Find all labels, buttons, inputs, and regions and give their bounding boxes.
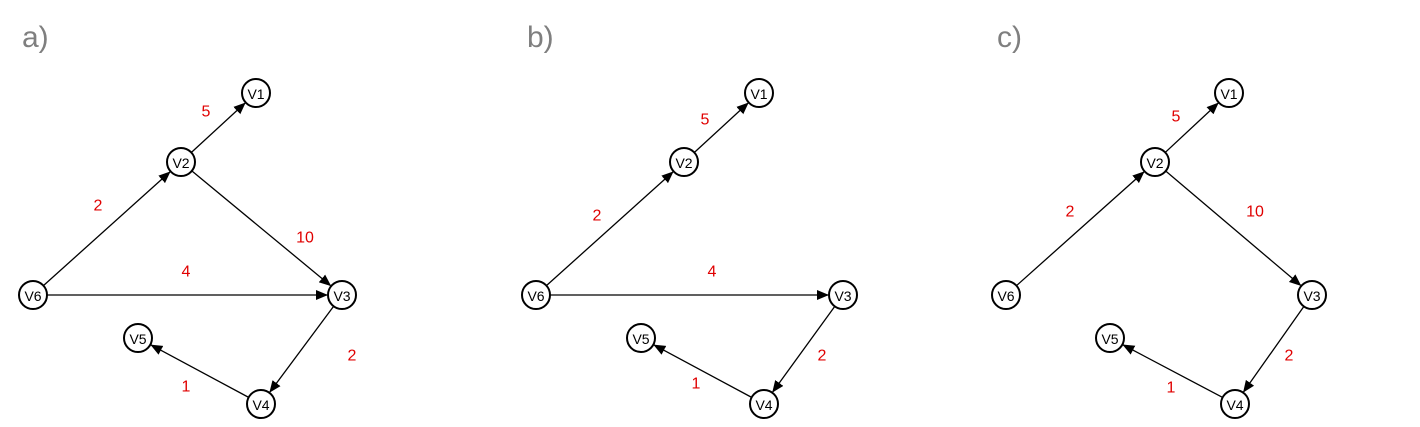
node-label: V4 bbox=[252, 397, 269, 413]
node-circle bbox=[327, 280, 357, 310]
edge-v3-v4 bbox=[772, 305, 836, 393]
node-circle bbox=[18, 280, 48, 310]
node-circle bbox=[1140, 147, 1170, 177]
node-v4: V4 bbox=[246, 389, 276, 419]
node-circle bbox=[1220, 389, 1250, 419]
edge-v3-v4 bbox=[269, 305, 335, 393]
node-circle bbox=[246, 389, 276, 419]
node-v5: V5 bbox=[123, 323, 153, 353]
edge-weight-v2-v3: 10 bbox=[1246, 204, 1264, 221]
edge-v2-v3 bbox=[1165, 170, 1302, 286]
edge-weight-v2-v3: 10 bbox=[296, 230, 314, 247]
node-v6: V6 bbox=[521, 280, 551, 310]
node-v6: V6 bbox=[991, 280, 1021, 310]
edge-v2-v1 bbox=[190, 102, 246, 153]
node-circle bbox=[521, 280, 551, 310]
node-circle bbox=[991, 280, 1021, 310]
node-v1: V1 bbox=[744, 78, 774, 108]
node-v1: V1 bbox=[241, 78, 271, 108]
node-label: V2 bbox=[675, 155, 692, 171]
edge-v2-v1 bbox=[693, 102, 749, 153]
node-label: V6 bbox=[997, 288, 1014, 304]
node-circle bbox=[123, 323, 153, 353]
edge-weight-v4-v5: 1 bbox=[182, 379, 191, 396]
node-circle bbox=[744, 78, 774, 108]
node-v3: V3 bbox=[1297, 280, 1327, 310]
edge-v6-v2 bbox=[42, 171, 171, 287]
node-label: V1 bbox=[1220, 86, 1237, 102]
edge-weight-v4-v5: 1 bbox=[1167, 380, 1176, 397]
node-circle bbox=[241, 78, 271, 108]
node-v6: V6 bbox=[18, 280, 48, 310]
edge-v2-v1 bbox=[1164, 102, 1219, 153]
edge-weight-v3-v4: 2 bbox=[818, 348, 827, 365]
node-label: V6 bbox=[527, 288, 544, 304]
node-label: V2 bbox=[1146, 155, 1163, 171]
node-label: V5 bbox=[632, 331, 649, 347]
node-label: V3 bbox=[1303, 288, 1320, 304]
node-label: V5 bbox=[1101, 331, 1118, 347]
edge-weight-v6-v3: 4 bbox=[182, 264, 191, 281]
edge-weight-v6-v3: 4 bbox=[708, 264, 717, 281]
panel-label: c) bbox=[997, 21, 1022, 54]
node-label: V3 bbox=[333, 288, 350, 304]
edge-v3-v4 bbox=[1243, 306, 1305, 393]
node-circle bbox=[1214, 78, 1244, 108]
node-label: V1 bbox=[750, 86, 767, 102]
panel-label: b) bbox=[527, 21, 554, 54]
edge-weight-v6-v2: 2 bbox=[94, 198, 103, 215]
edge-weight-v3-v4: 2 bbox=[1285, 348, 1294, 365]
node-circle bbox=[1095, 323, 1125, 353]
node-label: V4 bbox=[1226, 397, 1243, 413]
edge-v4-v5 bbox=[1122, 344, 1223, 399]
edge-weight-v2-v1: 5 bbox=[202, 104, 211, 121]
node-label: V4 bbox=[755, 397, 772, 413]
node-v3: V3 bbox=[327, 280, 357, 310]
edge-weight-v2-v1: 5 bbox=[701, 112, 710, 129]
node-circle bbox=[749, 389, 779, 419]
node-circle bbox=[828, 280, 858, 310]
node-v5: V5 bbox=[1095, 323, 1125, 353]
panel-label: a) bbox=[22, 21, 49, 54]
edge-weight-v6-v2: 2 bbox=[593, 208, 602, 225]
node-label: V6 bbox=[24, 288, 41, 304]
node-v2: V2 bbox=[166, 147, 196, 177]
node-label: V1 bbox=[247, 86, 264, 102]
edge-v6-v2 bbox=[1016, 171, 1145, 287]
node-v4: V4 bbox=[1220, 389, 1250, 419]
node-v5: V5 bbox=[626, 323, 656, 353]
node-v4: V4 bbox=[749, 389, 779, 419]
node-label: V3 bbox=[834, 288, 851, 304]
node-v2: V2 bbox=[1140, 147, 1170, 177]
edge-weight-v6-v2: 2 bbox=[1066, 204, 1075, 221]
edge-weight-v3-v4: 2 bbox=[348, 348, 357, 365]
node-v3: V3 bbox=[828, 280, 858, 310]
edge-weight-v4-v5: 1 bbox=[692, 376, 701, 393]
node-v2: V2 bbox=[669, 147, 699, 177]
node-circle bbox=[166, 147, 196, 177]
edge-weight-v2-v1: 5 bbox=[1172, 109, 1181, 126]
node-circle bbox=[626, 323, 656, 353]
node-label: V2 bbox=[172, 155, 189, 171]
node-circle bbox=[1297, 280, 1327, 310]
edge-v4-v5 bbox=[150, 344, 249, 398]
node-label: V5 bbox=[129, 331, 146, 347]
edge-v4-v5 bbox=[653, 344, 752, 398]
edge-v6-v2 bbox=[545, 171, 674, 287]
node-circle bbox=[669, 147, 699, 177]
node-v1: V1 bbox=[1214, 78, 1244, 108]
edge-v2-v3 bbox=[191, 170, 332, 287]
